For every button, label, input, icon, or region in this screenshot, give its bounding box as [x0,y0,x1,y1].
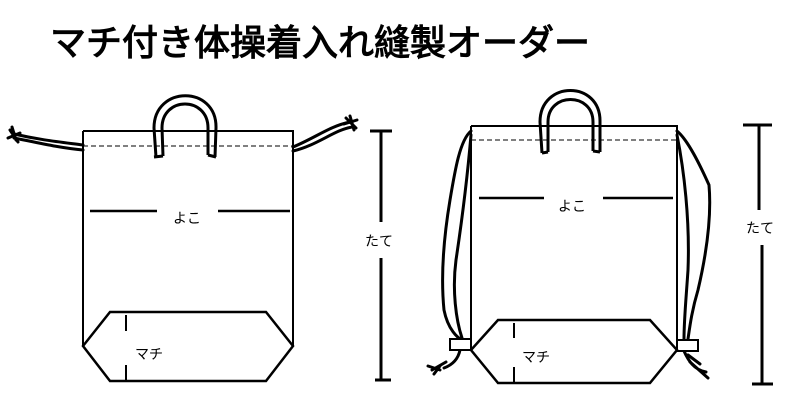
right-drawstring-cord-icon [675,129,712,380]
gusset-label: マチ [522,350,550,366]
gusset-bottom [81,310,295,383]
cord-stopper-right [676,339,699,352]
width-label: よこ [173,211,201,227]
height-dimension [370,129,392,382]
gusset-label: マチ [135,347,163,363]
left-drawstring-cord-icon [426,129,473,376]
height-label: たて [365,234,393,250]
handle-icon [152,94,218,159]
height-dimension [743,123,773,386]
gusset-bottom [469,318,679,385]
cord-stopper-left [449,338,472,351]
right-drawstring-cord-icon [291,114,359,153]
right-bag: よこ マチ たて [426,89,774,386]
height-label: たて [746,221,774,237]
page-title: マチ付き体操着入れ縫製オーダー [50,23,591,64]
handle-icon [538,89,602,155]
width-label: よこ [558,199,586,215]
left-bag: よこ マチ たて [6,94,393,383]
left-drawstring-cord-icon [6,125,85,152]
bag-body-outline [470,125,678,350]
